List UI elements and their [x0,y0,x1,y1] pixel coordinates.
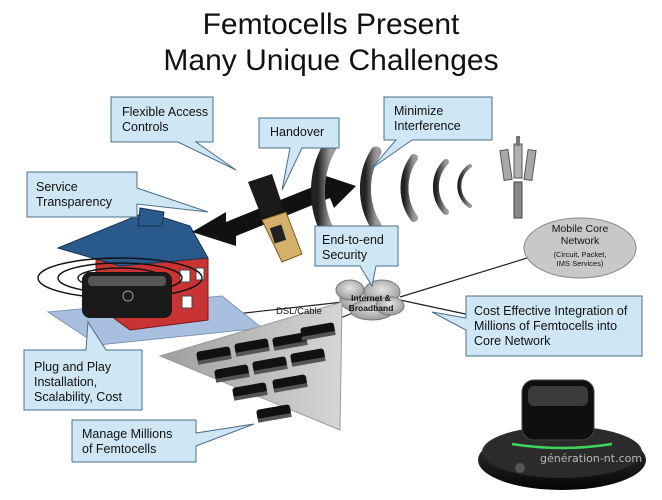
home-femtocell-icon [82,272,172,318]
internet-broadband-label: Internet & Broadband [348,293,394,313]
callout-end-to-end-security [314,225,399,288]
page-title-line-1: Femtocells Present [202,8,460,41]
mobile-core-network-label: Mobile Core Network [551,223,609,247]
callout-cost-effective [431,295,643,357]
handover-label: Handover [270,125,325,139]
callout-minimize-interference [371,96,493,169]
callout-handover [258,117,340,191]
callout-service-transparency [26,171,209,218]
callout-manage-millions [71,419,255,463]
internet-cloud-icon [335,279,405,321]
service-transparency-label: Service Transparency [36,180,112,209]
cost-effective-label: Cost Effective Integration of Millions o… [474,304,628,348]
callout-plug-and-play [23,320,143,411]
flexible-access-label: Flexible Access Controls [122,105,209,134]
watermark: génération-nt.com [540,452,643,465]
plug-and-play-label: Plug and Play Installation, Scalability,… [34,360,122,404]
dsl-cable-label: DSL/Cable [276,306,322,317]
page-title-line-2: Many Unique Challenges [163,44,499,77]
mobile-core-oval [523,217,637,279]
end-to-end-security-label: End-to-end Security [322,233,384,262]
callout-flexible-access [110,96,237,171]
femtocell-fleet [196,322,336,423]
manage-millions-label: Manage Millions of Femtocells [82,427,173,456]
femtocell-product-icon [478,379,646,490]
cell-tower-icon [499,136,537,219]
minimize-interference-label: Minimize Interference [394,104,461,133]
phone-icon [248,174,303,263]
mobile-core-services-label: (Circuit, Packet, IMS Services) [553,250,607,268]
